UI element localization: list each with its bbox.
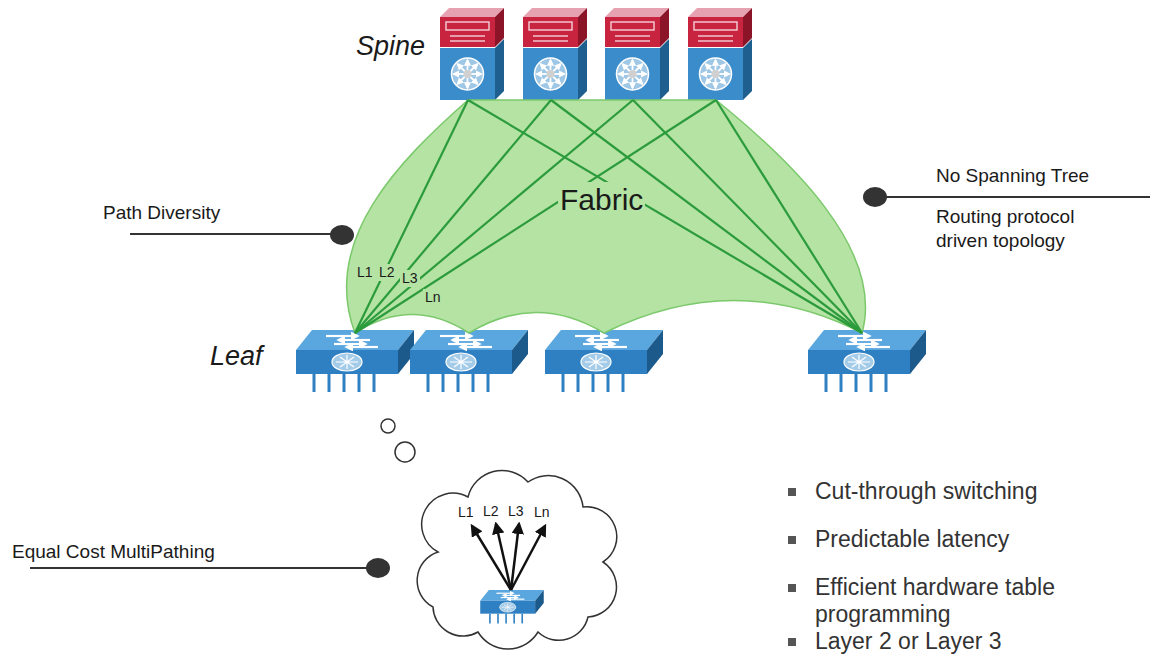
thought-bubbles bbox=[381, 419, 415, 462]
leaf-switches bbox=[296, 330, 926, 392]
bullet-squares bbox=[788, 488, 796, 646]
ecmp-cloud: L1 L2 L3 Ln bbox=[408, 462, 623, 652]
path-label: L2 bbox=[483, 503, 499, 520]
bullet-text: Cut-through switching bbox=[815, 478, 1037, 505]
fabric-label: Fabric bbox=[558, 182, 645, 218]
tier-label: Leaf bbox=[210, 340, 263, 372]
bullet-text: Layer 2 or Layer 3 bbox=[815, 628, 1002, 655]
fabric-band: Fabric bbox=[320, 90, 900, 340]
path-label: L2 bbox=[377, 264, 397, 281]
tier-label: Spine bbox=[356, 30, 425, 62]
path-label: L3 bbox=[400, 270, 420, 287]
callout-text: Path Diversity bbox=[103, 202, 220, 225]
ecmp-cloud-shape bbox=[408, 462, 623, 652]
bullet-text: Efficient hardware table programming bbox=[815, 574, 1055, 628]
spine-switches bbox=[440, 8, 752, 100]
path-label: L1 bbox=[355, 264, 375, 281]
callout-text: Routing protocol driven topology bbox=[936, 205, 1126, 253]
path-label: L3 bbox=[508, 503, 524, 520]
path-label: Ln bbox=[534, 504, 550, 521]
callout-text: No Spanning Tree bbox=[936, 165, 1089, 188]
path-label: L1 bbox=[458, 504, 474, 521]
bullet-text: Predictable latency bbox=[815, 526, 1009, 553]
path-label: Ln bbox=[423, 289, 443, 306]
callout-text: Equal Cost MultiPathing bbox=[12, 541, 215, 564]
